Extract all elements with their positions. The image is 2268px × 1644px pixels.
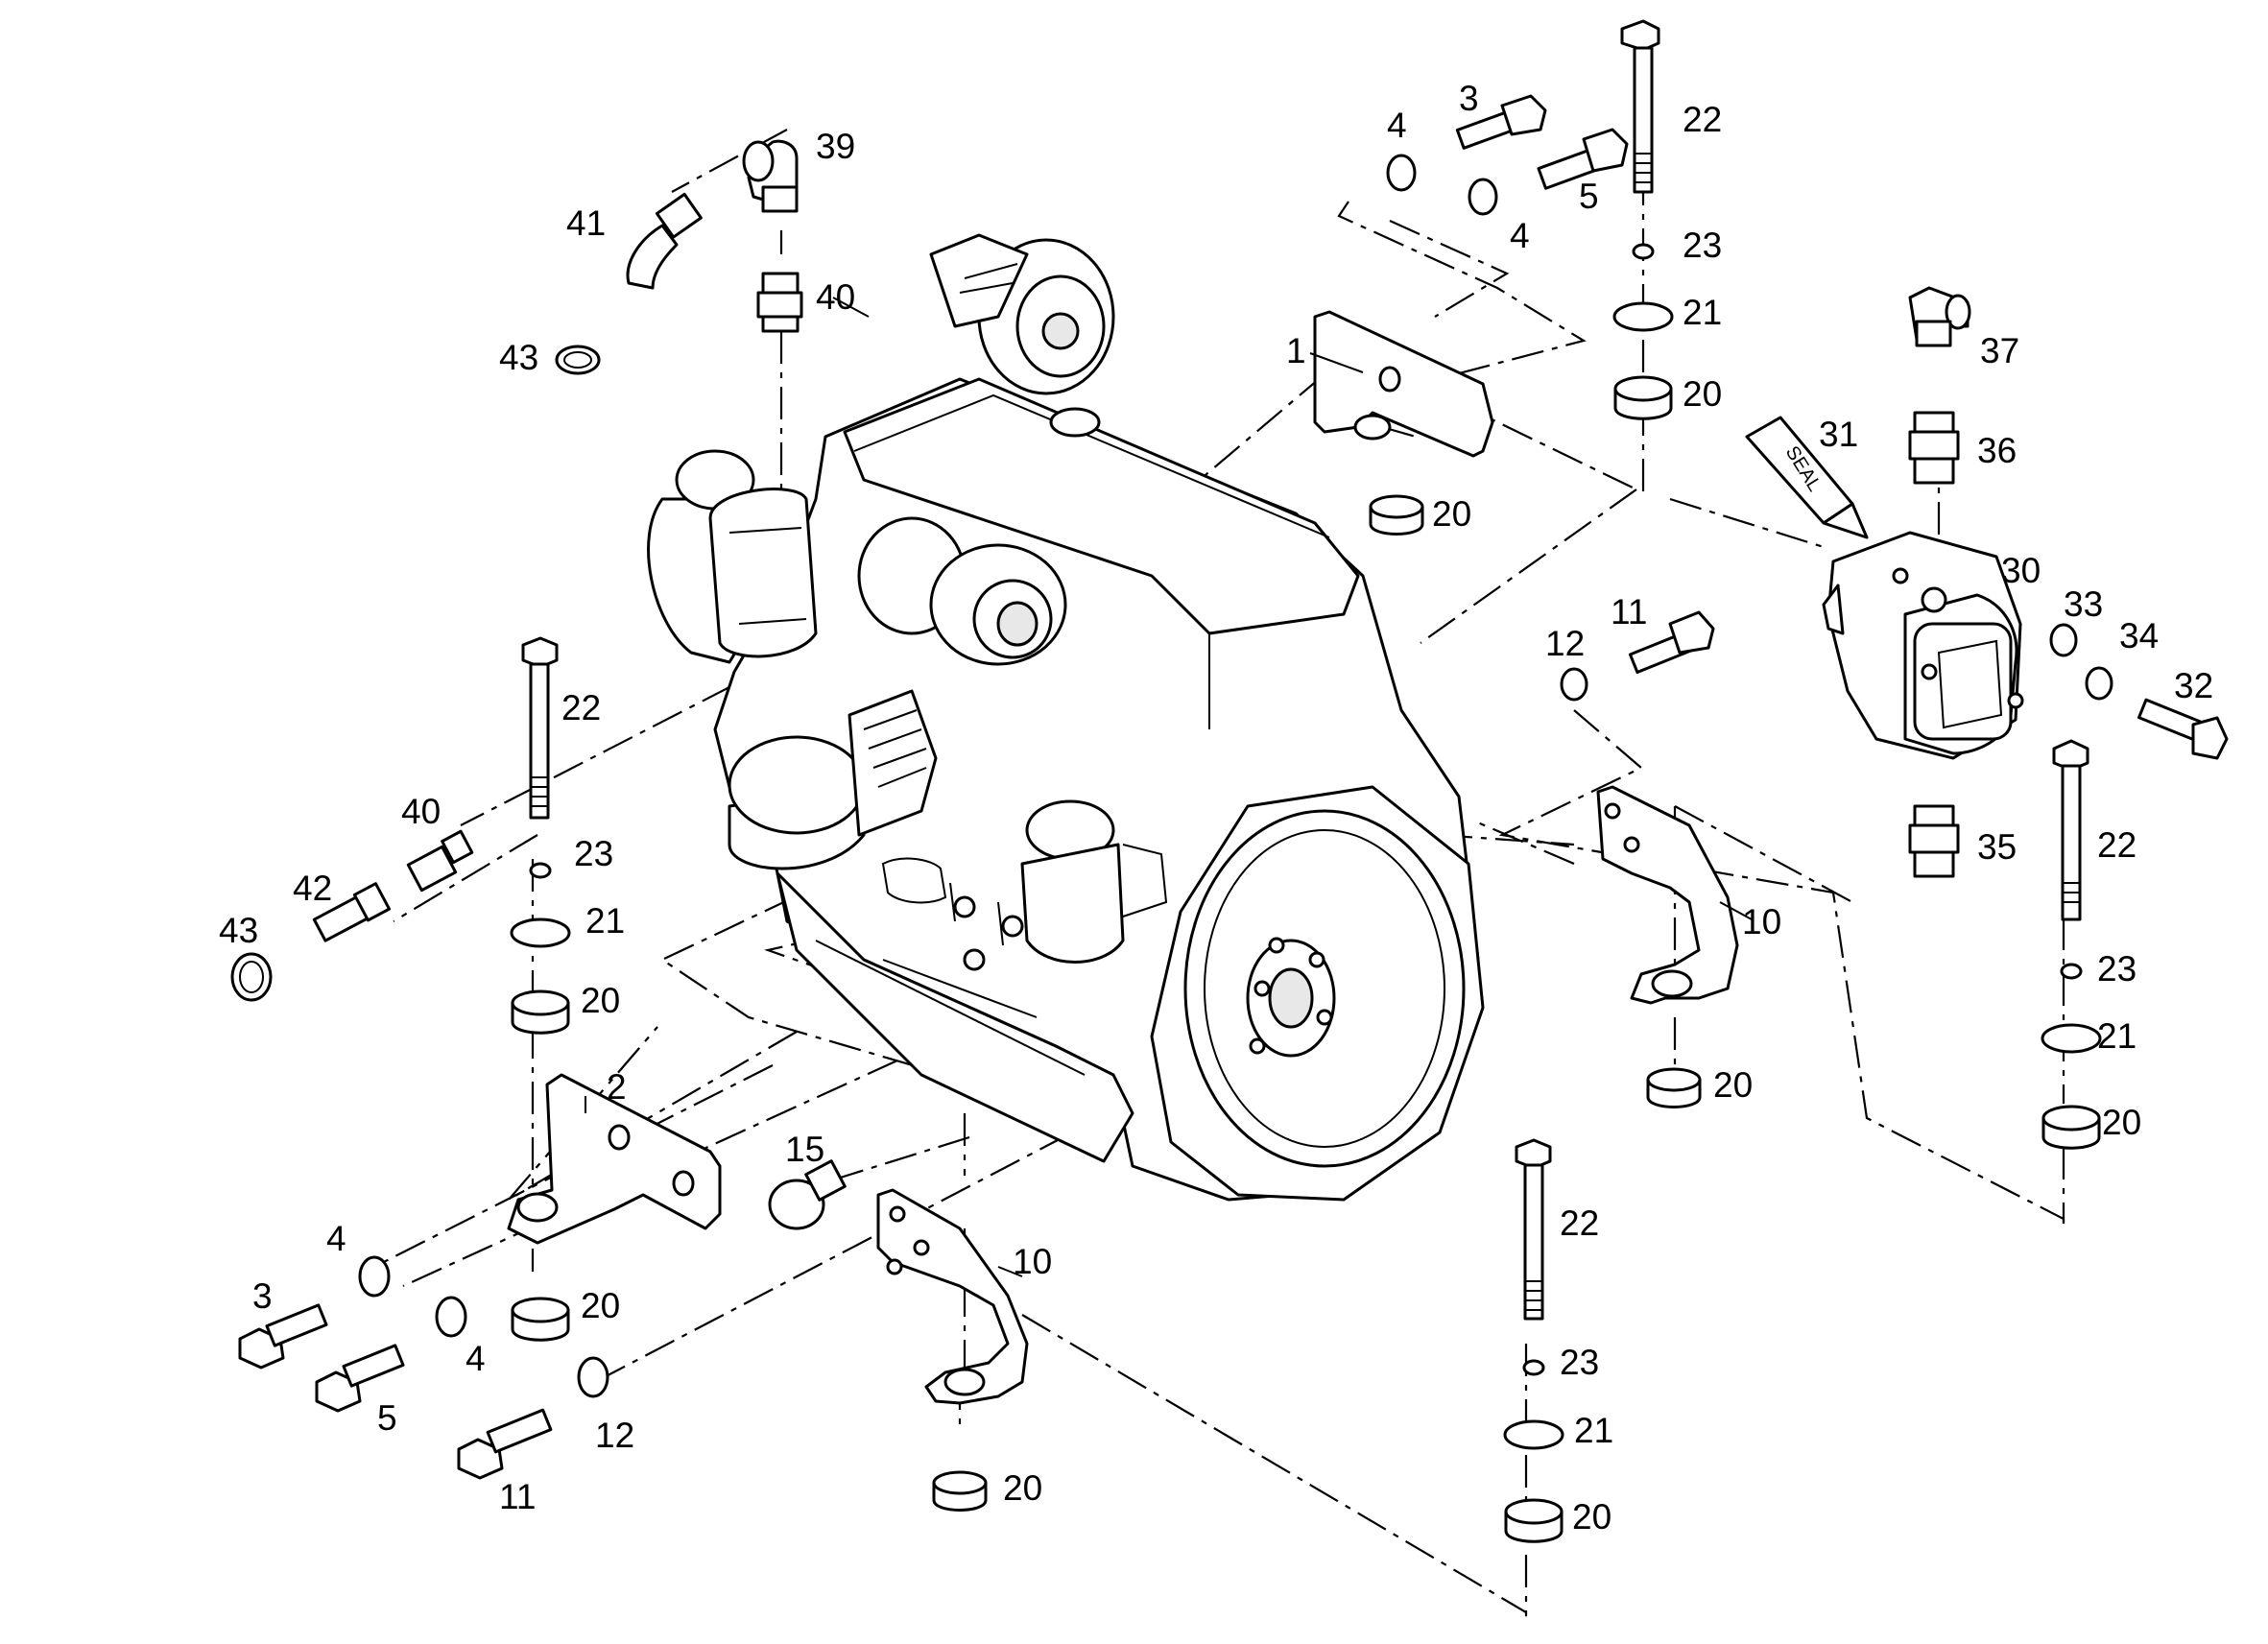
bracket-1 xyxy=(1313,310,1494,458)
callout-31: 31 xyxy=(1819,415,1858,454)
turbocharger xyxy=(857,516,1067,666)
bolt-11-right xyxy=(1628,610,1715,675)
callout-23: 23 xyxy=(1560,1343,1599,1382)
callout-43: 43 xyxy=(499,338,538,377)
adapter-35 xyxy=(1908,804,1960,878)
callout-39: 39 xyxy=(816,127,855,166)
hose-clamp-43-left xyxy=(230,952,273,1002)
callout-4: 4 xyxy=(1387,106,1407,145)
oil-filter xyxy=(728,689,938,870)
callout-labels: 39 41 40 43 1 4 3 5 4 22 23 21 20 20 37 … xyxy=(219,79,2213,1537)
callout-4: 4 xyxy=(466,1339,486,1378)
bolt-3-top xyxy=(1455,94,1547,150)
bolt-11-bottom xyxy=(457,1408,553,1480)
callout-21: 21 xyxy=(1574,1411,1613,1450)
bracket-2 xyxy=(507,1073,722,1245)
callout-3: 3 xyxy=(1459,79,1479,118)
callout-10: 10 xyxy=(1742,902,1781,941)
callout-21: 21 xyxy=(2097,1016,2137,1056)
callout-20: 20 xyxy=(581,1286,620,1325)
callout-20: 20 xyxy=(1003,1468,1042,1508)
callout-23: 23 xyxy=(2097,949,2137,989)
leader-10b xyxy=(997,1266,1023,1277)
callout-22: 22 xyxy=(561,688,601,727)
adapter-36 xyxy=(1908,411,1960,485)
callout-20: 20 xyxy=(1572,1497,1611,1537)
adapter-40-top xyxy=(756,272,803,333)
bolt-22-right xyxy=(2052,739,2089,921)
callout-5: 5 xyxy=(377,1398,397,1438)
callout-4: 4 xyxy=(1510,216,1530,255)
bracket-10-right xyxy=(1596,785,1739,1005)
callout-22: 22 xyxy=(2097,825,2137,865)
rubber-mounts-20 xyxy=(511,375,2101,1543)
sealant-tube: SEAL xyxy=(1745,416,1869,539)
leader-40 xyxy=(832,297,870,318)
callout-20: 20 xyxy=(1713,1065,1753,1105)
callout-22: 22 xyxy=(1560,1203,1599,1243)
hose-fitting-42 xyxy=(312,882,392,942)
adapter-40-left xyxy=(406,829,474,893)
callout-20: 20 xyxy=(1432,494,1471,534)
bolt-3-bottom xyxy=(238,1303,328,1370)
callout-21: 21 xyxy=(585,901,625,941)
callout-21: 21 xyxy=(1683,293,1722,332)
callout-22: 22 xyxy=(1683,100,1722,139)
bracket-10-left xyxy=(876,1188,1029,1405)
callout-1: 1 xyxy=(1286,331,1306,370)
callout-36: 36 xyxy=(1977,431,2017,470)
callout-11: 11 xyxy=(1611,592,1647,631)
alternator xyxy=(929,233,1115,395)
callout-11: 11 xyxy=(499,1477,536,1516)
callout-20: 20 xyxy=(1683,374,1722,414)
callout-40: 40 xyxy=(401,792,441,831)
callout-40: 40 xyxy=(816,277,855,317)
hose-clamp-43-top xyxy=(555,345,601,375)
callout-2: 2 xyxy=(607,1067,627,1107)
callout-30: 30 xyxy=(2001,551,2041,590)
callout-34: 34 xyxy=(2119,616,2159,655)
bolt-5-top xyxy=(1537,128,1629,190)
bolt-22-left xyxy=(521,636,559,820)
callout-37: 37 xyxy=(1980,331,2019,370)
callout-10: 10 xyxy=(1013,1242,1052,1281)
callout-5: 5 xyxy=(1579,177,1599,216)
callout-43: 43 xyxy=(219,911,258,950)
bolt-5-bottom xyxy=(315,1344,405,1413)
callout-20: 20 xyxy=(2102,1103,2141,1142)
hose-41 xyxy=(626,192,703,290)
callout-23: 23 xyxy=(1683,226,1722,265)
starter-motor xyxy=(1020,799,1168,964)
callout-20: 20 xyxy=(581,981,620,1020)
callout-32: 32 xyxy=(2174,666,2213,705)
rubber-washers-21 xyxy=(510,301,2102,1450)
leader-10 xyxy=(1719,901,1753,920)
callout-4: 4 xyxy=(326,1219,346,1258)
flywheel-housing xyxy=(1150,785,1485,1202)
hydraulic-pump xyxy=(1822,531,2024,760)
elbow-fitting-39 xyxy=(742,139,799,213)
bolt-32 xyxy=(2137,698,2229,760)
callout-15: 15 xyxy=(785,1130,824,1169)
callout-35: 35 xyxy=(1977,827,2017,867)
engine-assembly xyxy=(647,233,1485,1202)
bolt-22-bottom xyxy=(1515,1138,1552,1321)
callout-12: 12 xyxy=(1545,624,1585,663)
elbow-fitting-37 xyxy=(1908,286,1971,347)
plug-15 xyxy=(768,1159,847,1230)
bolt-22-top xyxy=(1620,19,1660,194)
callout-42: 42 xyxy=(293,869,332,908)
callout-3: 3 xyxy=(252,1276,273,1316)
callout-33: 33 xyxy=(2064,584,2103,624)
callout-23: 23 xyxy=(574,834,613,873)
callout-12: 12 xyxy=(595,1416,634,1455)
washers xyxy=(358,154,2113,1398)
callout-41: 41 xyxy=(566,203,606,243)
leader-1 xyxy=(1309,352,1364,373)
